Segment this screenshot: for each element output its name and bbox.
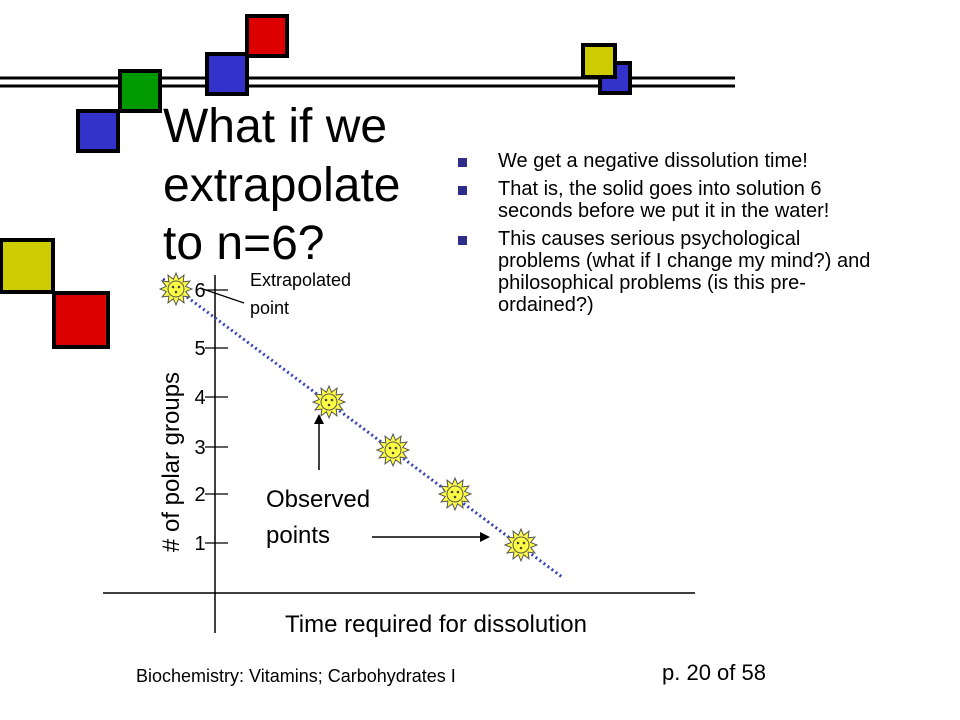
- blue-square: [205, 52, 249, 96]
- observed-label-line: points: [266, 522, 331, 549]
- page-number: p. 20 of 58: [662, 660, 766, 685]
- yellow-square: [0, 238, 55, 294]
- observed-point-marker: [503, 527, 539, 563]
- bullet-item: This causes serious psychological proble…: [458, 228, 878, 316]
- slide-title-line-1: What if we: [163, 100, 388, 153]
- bullet-square-icon: [458, 186, 467, 195]
- y-tick-label: 6: [194, 280, 205, 302]
- extrapolated-point-marker: [158, 271, 194, 307]
- observed-point-marker: [437, 476, 473, 512]
- bullet-item: We get a negative dissolution time!: [458, 150, 878, 172]
- y-axis-label: # of polar groups: [158, 371, 185, 553]
- observed-label-line: Observed: [266, 486, 371, 513]
- extrapolated-label-line: Extrapolated: [250, 270, 352, 290]
- bullet-square-icon: [458, 158, 467, 167]
- y-tick-label: 5: [194, 338, 205, 360]
- slide-title-line-2: extrapolate: [163, 159, 401, 212]
- observed-point-marker: [375, 432, 411, 468]
- observed-arrowhead: [314, 414, 324, 424]
- red-square: [245, 14, 289, 58]
- bullet-square-icon: [458, 236, 467, 245]
- y-tick-label: 4: [194, 387, 205, 409]
- bullet-text: We get a negative dissolution time!: [498, 150, 808, 172]
- bullet-item: That is, the solid goes into solution 6 …: [458, 178, 878, 222]
- y-tick-label: 1: [194, 533, 205, 555]
- blue-square: [76, 109, 120, 153]
- y-tick-label: 3: [194, 437, 205, 459]
- observed-label: Observed points: [266, 482, 370, 554]
- green-square: [118, 69, 162, 113]
- slide-title-line-3: to n=6?: [163, 217, 325, 270]
- x-axis-label: Time required for dissolution: [285, 611, 587, 638]
- trendline: [162, 277, 563, 579]
- bullet-text: This causes serious psychological proble…: [498, 228, 871, 316]
- yellow-square: [581, 43, 617, 79]
- y-tick-label: 2: [194, 484, 205, 506]
- extrapolated-leader-line: [199, 287, 245, 304]
- bullet-list: We get a negative dissolution time! That…: [458, 150, 878, 322]
- observed-arrowhead: [480, 532, 490, 542]
- extrapolated-label: Extrapolated point: [250, 266, 351, 322]
- footer-course: Biochemistry: Vitamins; Carbohydrates I: [136, 666, 456, 686]
- observed-point-marker: [311, 384, 347, 420]
- extrapolated-label-line: point: [250, 298, 290, 318]
- red-square: [52, 291, 110, 349]
- bullet-text: That is, the solid goes into solution 6 …: [498, 178, 830, 222]
